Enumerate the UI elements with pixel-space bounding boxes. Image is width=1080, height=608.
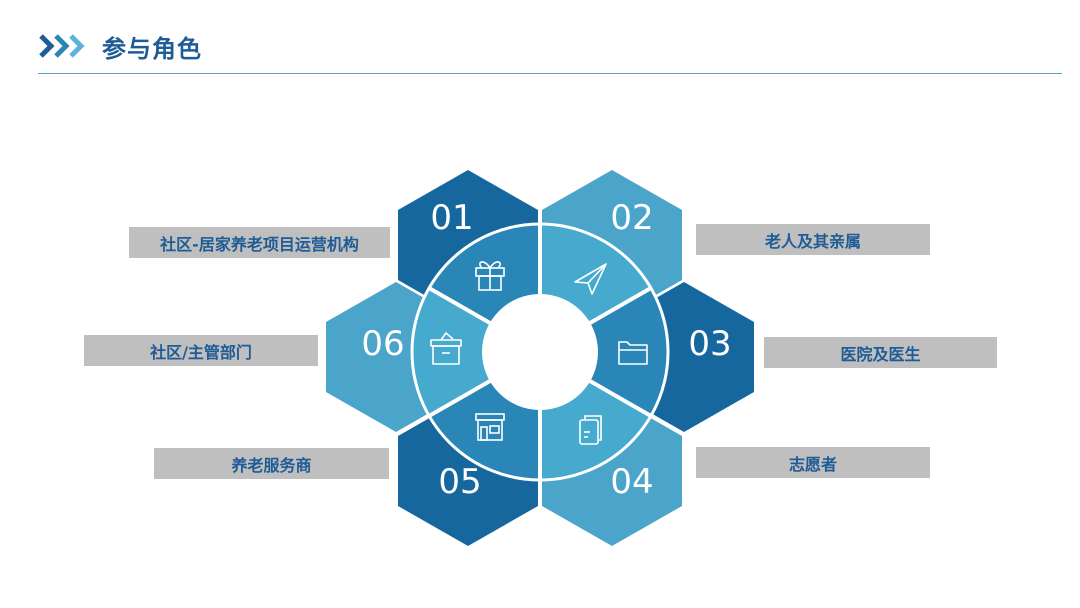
paper-plane-icon bbox=[574, 263, 607, 295]
page-title: 参与角色 bbox=[102, 34, 202, 63]
role-label-05: 养老服务商 bbox=[154, 448, 389, 479]
role-number-01: 01 bbox=[430, 198, 473, 238]
role-number-04: 04 bbox=[610, 462, 653, 502]
center-hub bbox=[482, 294, 598, 410]
header: 参与角色 bbox=[38, 28, 202, 64]
role-number-03: 03 bbox=[688, 324, 731, 364]
role-label-01: 社区-居家养老项目运营机构 bbox=[129, 227, 390, 258]
role-label-03: 医院及医生 bbox=[764, 337, 997, 368]
folder-icon bbox=[618, 341, 648, 365]
role-number-05: 05 bbox=[438, 462, 481, 502]
role-label-04: 志愿者 bbox=[696, 447, 930, 478]
documents-icon bbox=[579, 415, 602, 445]
title-divider bbox=[38, 73, 1062, 74]
storefront-icon bbox=[475, 413, 505, 441]
role-label-06: 社区/主管部门 bbox=[84, 335, 318, 366]
role-label-02: 老人及其亲属 bbox=[696, 224, 930, 255]
role-number-06: 06 bbox=[361, 324, 404, 364]
role-number-02: 02 bbox=[610, 198, 653, 238]
box-icon bbox=[430, 332, 462, 365]
chevron-right-icon bbox=[39, 34, 85, 58]
gift-icon bbox=[475, 261, 505, 291]
